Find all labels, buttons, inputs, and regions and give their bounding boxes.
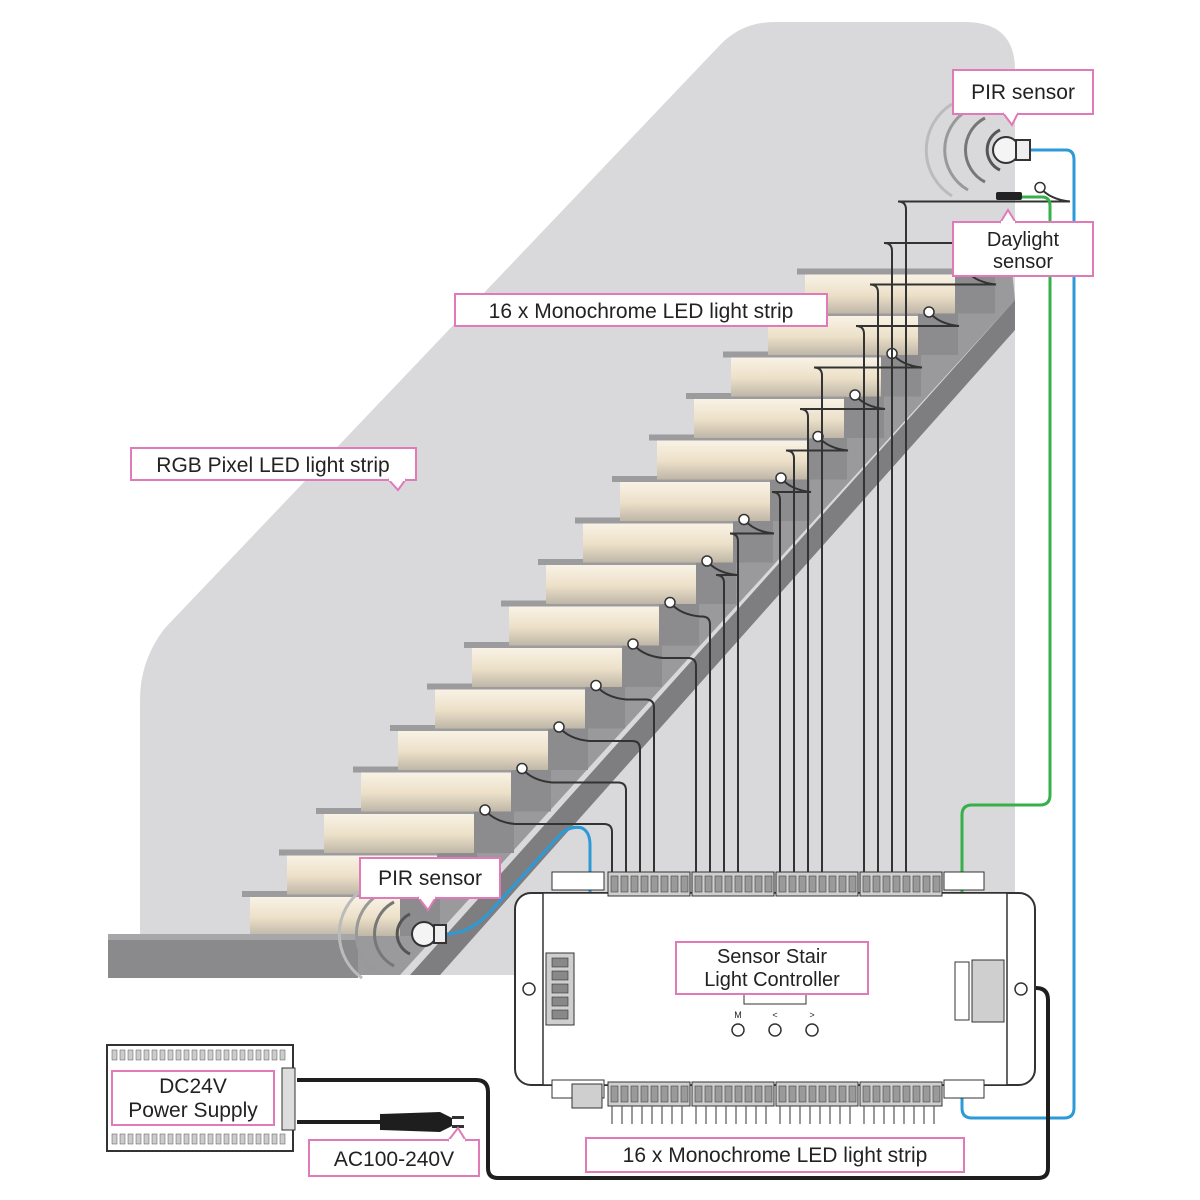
mode-button-label: M	[734, 1010, 742, 1020]
step-connector	[664, 596, 676, 609]
rgb-strip-label: RGB Pixel LED light strip	[156, 454, 389, 477]
stair-step	[575, 517, 773, 563]
ac-plug	[380, 1112, 464, 1132]
step-connector	[590, 679, 602, 692]
callout-pir-bottom: PIR sensor	[359, 857, 501, 912]
step-connector	[775, 472, 787, 484]
prev-button-label: <	[772, 1010, 777, 1020]
step-wire	[855, 311, 960, 872]
step-connector	[923, 306, 935, 318]
step-wire	[632, 643, 697, 872]
pir-bottom-label: PIR sensor	[378, 867, 482, 890]
terminal-block	[859, 1081, 943, 1107]
psu-title-line1: DC24V	[159, 1075, 227, 1098]
next-button-label: >	[809, 1010, 814, 1020]
terminal-label-box	[551, 871, 605, 891]
psu-label-box	[111, 1070, 275, 1126]
terminal-block	[607, 1081, 691, 1107]
terminal-block	[775, 871, 859, 897]
step-wire	[484, 809, 613, 872]
ac-input-label: AC100-240V	[334, 1148, 454, 1171]
step-wire	[558, 726, 641, 872]
step-wire	[669, 601, 711, 872]
step-wire	[729, 518, 775, 872]
step-connector	[627, 638, 639, 650]
controller-title-line1: Sensor Stair	[717, 946, 827, 968]
step-wire	[521, 767, 627, 872]
callout-ac-input: AC100-240V	[308, 1126, 480, 1177]
callout-pir-top: PIR sensor	[952, 69, 1094, 127]
landing-floor-top	[108, 934, 358, 940]
next-button[interactable]	[805, 1023, 819, 1037]
step-wire	[706, 560, 738, 872]
rgb-pixel-connector-pins	[551, 957, 569, 1020]
terminal-block	[859, 871, 943, 897]
mount-hole-left	[522, 982, 536, 996]
step-wire	[595, 684, 655, 872]
callout-daylight: Daylight sensor	[952, 208, 1094, 277]
daylight-sensor-wire	[960, 195, 1052, 892]
psu-cooling-fins	[111, 1049, 286, 1145]
step-connector	[701, 555, 713, 567]
step-connector	[849, 389, 861, 401]
mount-hole-right	[1014, 982, 1028, 996]
stair-step	[316, 808, 514, 853]
bottom-terminal-blocks	[551, 1079, 985, 1124]
terminal-label-box	[943, 1079, 985, 1099]
mode-button[interactable]	[731, 1023, 745, 1037]
terminal-block	[691, 1081, 775, 1107]
top-terminal-blocks	[551, 871, 985, 897]
step-connector	[738, 513, 750, 526]
callout-mono-top: 16 x Monochrome LED light strip	[454, 293, 828, 327]
stair-wall-panel	[140, 22, 1015, 975]
daylight-label-line1: Daylight	[987, 229, 1060, 251]
controller-title-line2: Light Controller	[704, 969, 840, 991]
step-wire	[799, 394, 886, 872]
prev-button[interactable]	[768, 1023, 782, 1037]
terminal-block	[607, 871, 691, 897]
pir-top-label: PIR sensor	[971, 81, 1075, 104]
terminal-block	[691, 871, 775, 897]
controller-label-box	[675, 941, 869, 995]
step-connector	[1034, 181, 1046, 194]
daylight-label-line2: sensor	[993, 251, 1053, 273]
top-pir-wire	[960, 148, 1076, 1120]
dc24v-power-supply: DC24V Power Supply	[106, 1044, 296, 1152]
terminal-block	[775, 1081, 859, 1107]
daylight-sensor	[996, 192, 1022, 200]
sensor-stair-light-controller: M < > Sensor Stair Light Controller	[514, 871, 1036, 1124]
step-wire	[813, 352, 923, 872]
controller-buttons: M < >	[731, 1010, 819, 1037]
step-connector	[479, 804, 491, 816]
landing-floor	[108, 938, 358, 978]
bottom-pir-wire	[444, 825, 592, 936]
mono-top-label: 16 x Monochrome LED light strip	[489, 300, 794, 323]
aux-connector	[571, 1083, 603, 1109]
step-wire	[897, 186, 1071, 872]
callout-rgb-strip: RGB Pixel LED light strip	[130, 447, 417, 492]
psu-title-line2: Power Supply	[128, 1099, 258, 1122]
power-input-connector	[971, 959, 1005, 1023]
bottom-pir-sensor	[337, 888, 447, 980]
dc-power-wire	[297, 986, 1050, 1180]
top-pir-sensor	[924, 102, 1031, 198]
step-connector	[553, 721, 565, 733]
step-wire	[869, 269, 997, 872]
step-connector	[516, 762, 528, 775]
step-wire	[771, 477, 812, 872]
terminal-label-box	[943, 871, 985, 891]
step-wire	[785, 435, 849, 872]
mono-bottom-label: 16 x Monochrome LED light strip	[623, 1144, 928, 1167]
callout-mono-bottom: 16 x Monochrome LED light strip	[585, 1137, 965, 1173]
